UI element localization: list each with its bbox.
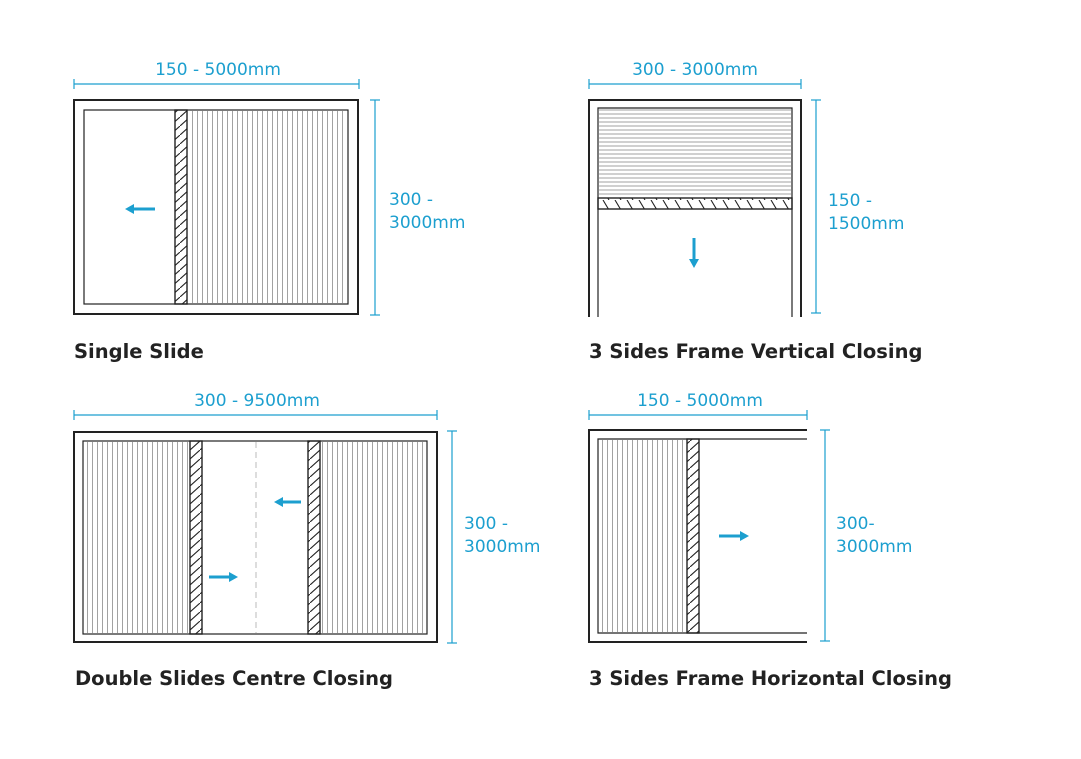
slide-bar-left bbox=[189, 440, 203, 635]
width-dimension-line bbox=[73, 79, 360, 89]
arrow-left-icon bbox=[274, 497, 301, 507]
width-label: 150 - 5000mm bbox=[637, 391, 763, 411]
height-label-line1: 300- bbox=[836, 514, 875, 534]
height-label-line1: 300 - bbox=[464, 514, 508, 534]
screen-mesh bbox=[599, 440, 686, 632]
arrow-down-icon bbox=[689, 238, 699, 268]
height-label-line2: 3000mm bbox=[389, 213, 465, 233]
panel-caption: Double Slides Centre Closing bbox=[75, 667, 393, 690]
width-dimension-line bbox=[588, 79, 802, 89]
screen-mesh bbox=[188, 111, 347, 303]
frame bbox=[73, 431, 438, 643]
panel-horizontal-closing: 150 - 5000mm 300- 3000mm 3 Sides Frame H… bbox=[588, 391, 952, 690]
slide-bar bbox=[174, 109, 188, 305]
arrow-right-icon bbox=[719, 531, 749, 541]
arrow-left-icon bbox=[125, 204, 155, 214]
slide-bar bbox=[686, 438, 700, 634]
arrow-right-icon bbox=[209, 572, 238, 582]
screen-mesh bbox=[599, 109, 791, 197]
width-label: 150 - 5000mm bbox=[155, 60, 281, 80]
height-label-line2: 3000mm bbox=[464, 537, 540, 557]
three-sided-frame bbox=[588, 99, 802, 317]
slide-bar-right bbox=[307, 440, 321, 635]
screen-mesh-right bbox=[321, 442, 426, 633]
panel-single-slide: 150 - 5000mm 300 - 3000mm Single Slide bbox=[73, 60, 465, 363]
height-label-line2: 1500mm bbox=[828, 214, 904, 234]
panel-caption: Single Slide bbox=[74, 340, 204, 363]
height-label-line2: 3000mm bbox=[836, 537, 912, 557]
panel-caption: 3 Sides Frame Vertical Closing bbox=[589, 340, 922, 363]
slide-bar bbox=[597, 197, 793, 210]
screen-mesh-left bbox=[84, 442, 189, 633]
width-label: 300 - 3000mm bbox=[632, 60, 758, 80]
three-sided-frame bbox=[588, 429, 807, 643]
frame bbox=[73, 99, 359, 315]
panel-caption: 3 Sides Frame Horizontal Closing bbox=[589, 667, 952, 690]
height-label-line1: 300 - bbox=[389, 190, 433, 210]
width-dimension-line bbox=[73, 410, 438, 420]
width-dimension-line bbox=[588, 410, 808, 420]
panel-vertical-closing: 300 - 3000mm 150 - 1500mm 3 Sides Frame … bbox=[588, 60, 922, 363]
width-label: 300 - 9500mm bbox=[194, 391, 320, 411]
height-dimension-line bbox=[370, 99, 380, 316]
height-dimension-line bbox=[820, 429, 830, 642]
height-label-line1: 150 - bbox=[828, 191, 872, 211]
panel-double-slides: 300 - 9500mm 300 - 3000mm Double S bbox=[73, 391, 540, 690]
height-dimension-line bbox=[447, 430, 457, 644]
height-dimension-line bbox=[811, 99, 821, 314]
